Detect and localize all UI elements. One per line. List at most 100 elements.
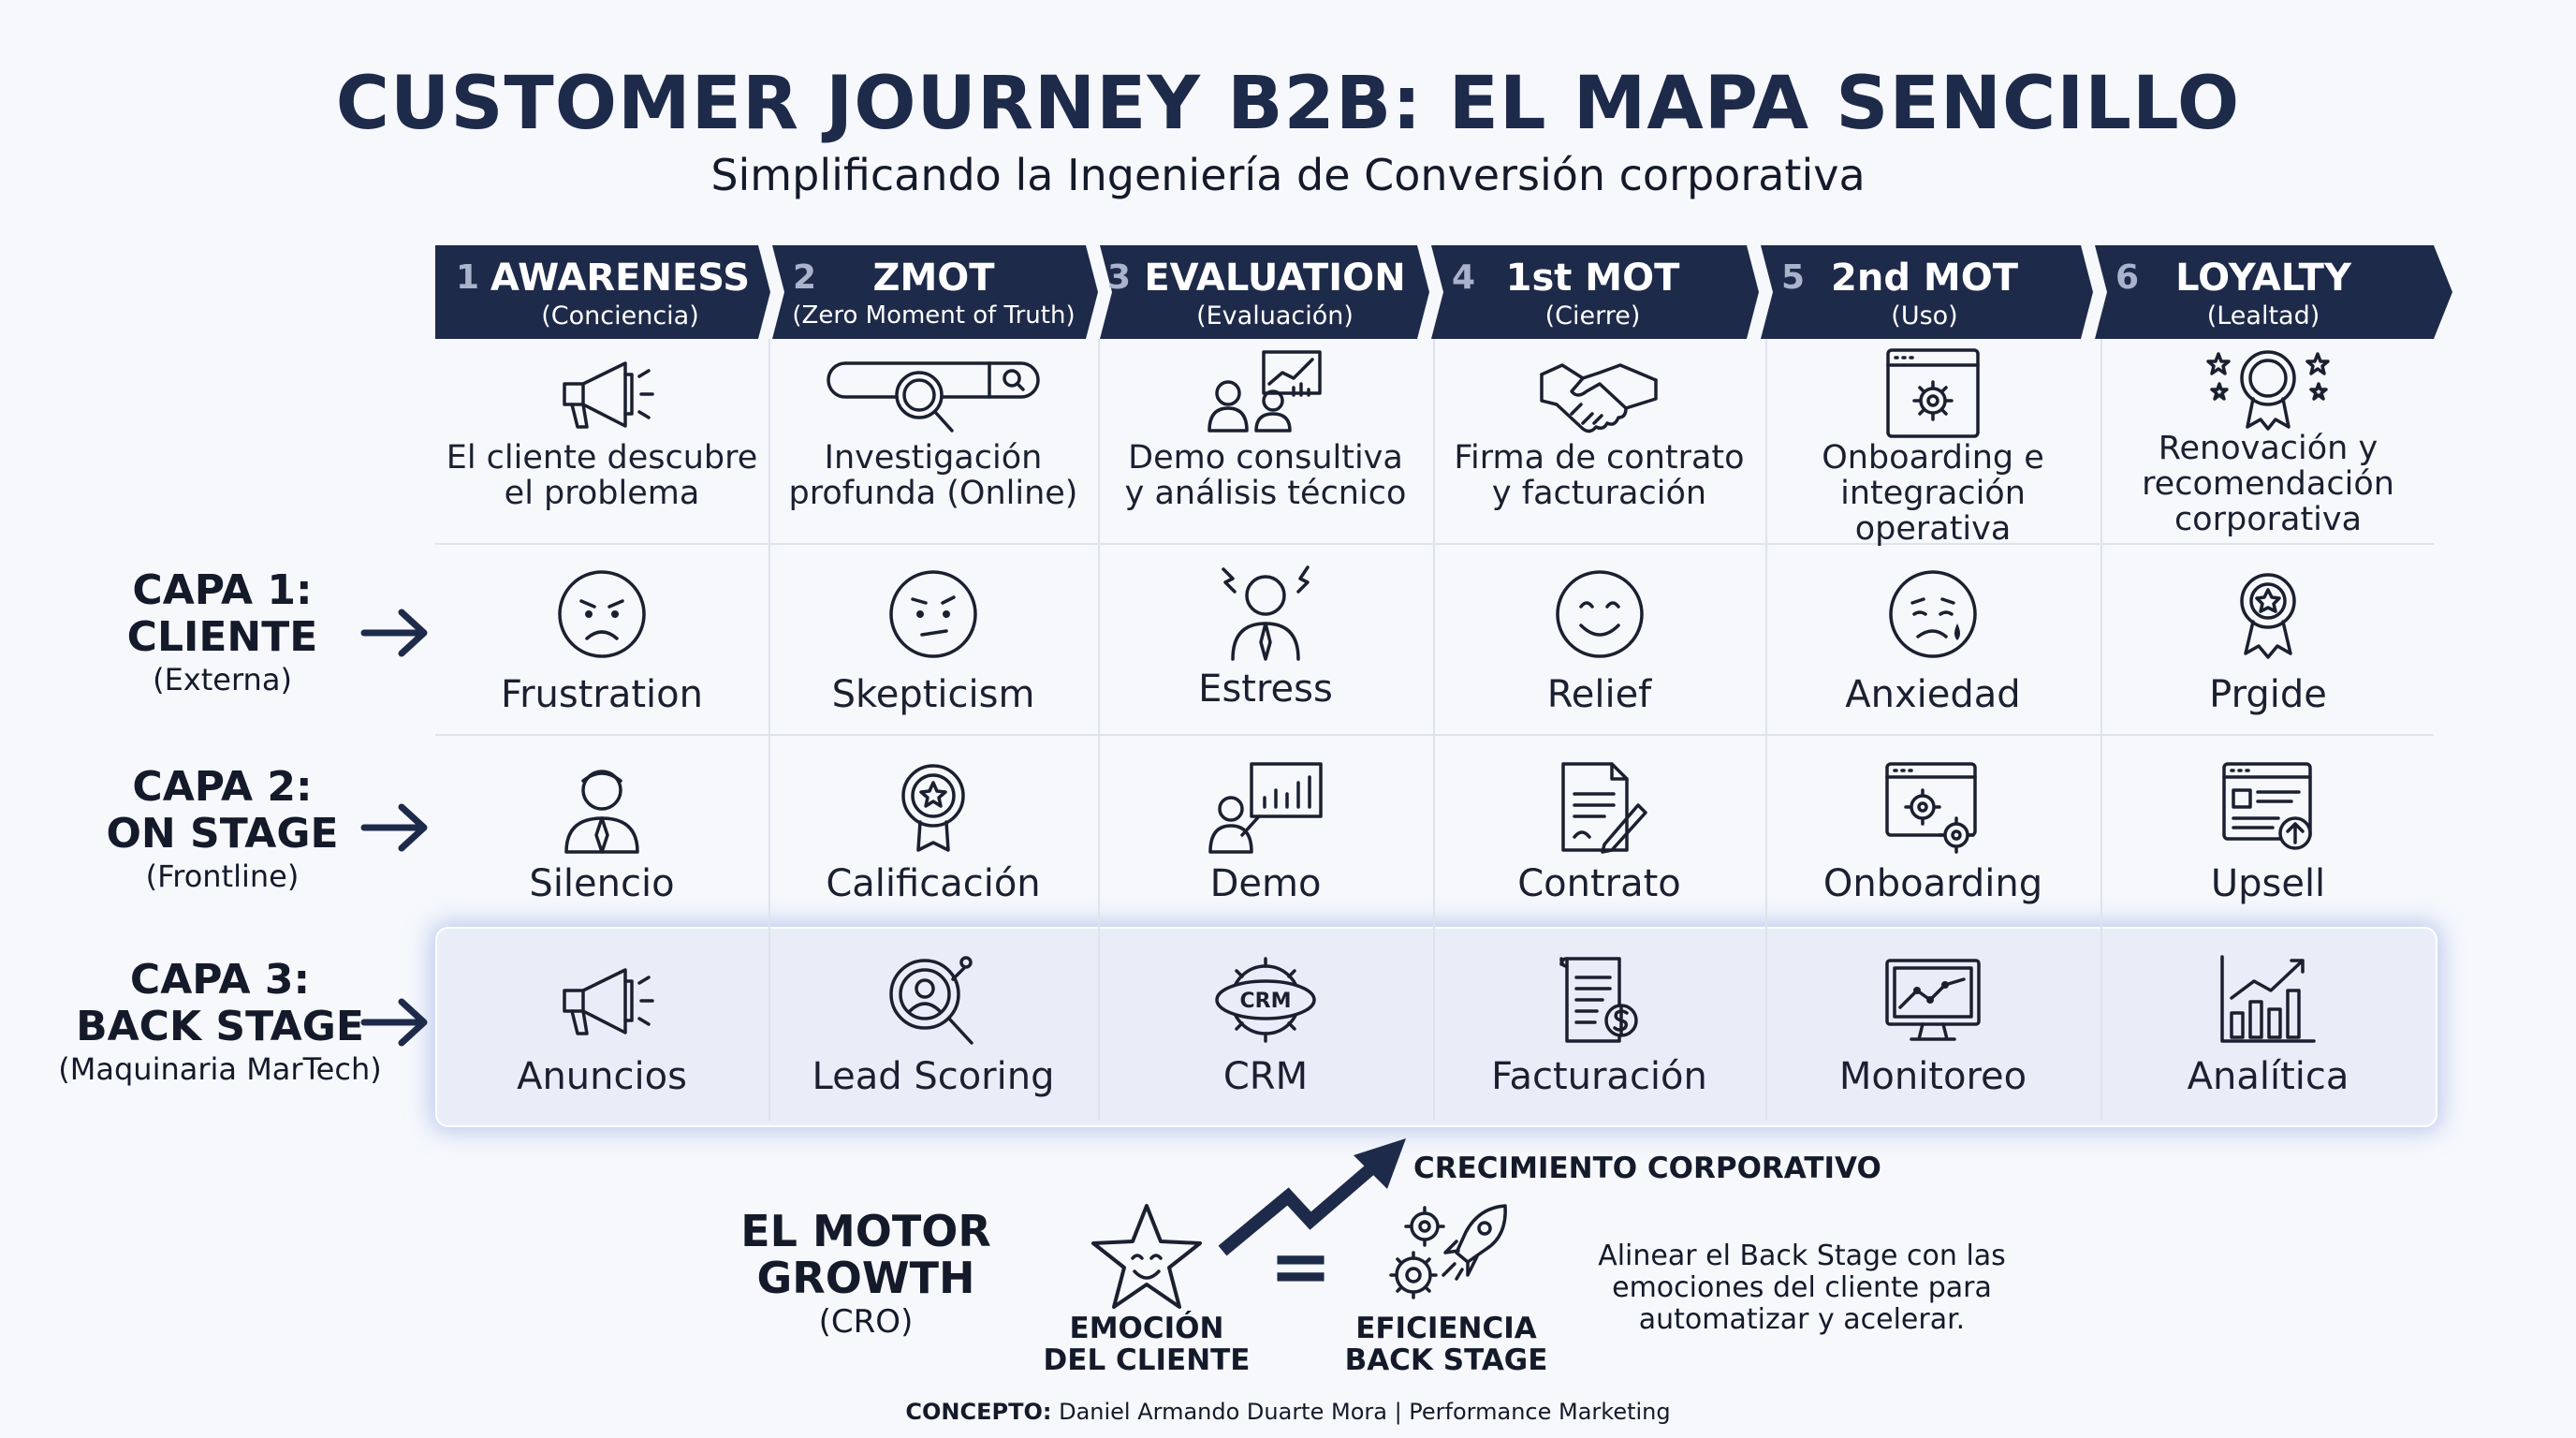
- stage-desc-line: El cliente descubre: [446, 439, 758, 477]
- cell-label: Anxiedad: [1845, 673, 2021, 716]
- invoice-icon: [1559, 957, 1638, 1043]
- grid-divider: [2100, 339, 2102, 1121]
- stage-desc-loyalty: Renovación y recomendación corporativa: [2100, 341, 2436, 537]
- award-stars-icon: [2206, 350, 2330, 431]
- svg-text:CRM: CRM: [1240, 990, 1292, 1013]
- emotion-label-line: DEL CLIENTE: [1043, 1343, 1251, 1377]
- stage-desc-line: integración operativa: [1840, 475, 2026, 548]
- stage-number: 6: [2115, 258, 2140, 297]
- grid-divider: [1098, 339, 1100, 1121]
- footer-prefix: CONCEPTO:: [905, 1399, 1052, 1425]
- layer-title-line: CAPA 2:: [132, 763, 313, 811]
- journey-grid: [435, 339, 2434, 1121]
- angry-face-icon: [558, 570, 646, 658]
- stage-sub: (Lealtad): [2206, 301, 2320, 330]
- stage-desc-zmot: Investigación profunda (Online): [768, 346, 1098, 511]
- stage-desc-1st-mot: Firma de contrato y facturación: [1433, 346, 1765, 511]
- layer1-cell-pride: Prgide: [2100, 567, 2436, 715]
- layer3-cell-analitica: Analítica: [2100, 953, 2436, 1097]
- stage-desc-line: el problema: [504, 475, 700, 512]
- layer-subtitle: (Frontline): [145, 858, 300, 894]
- cell-label: Demo: [1209, 862, 1322, 905]
- layer-title-line: ON STAGE: [106, 810, 339, 858]
- stage-desc-line: profunda (Online): [788, 475, 1078, 512]
- cell-label: Contrato: [1517, 862, 1681, 905]
- grid-divider: [768, 339, 770, 1121]
- stage-evaluation: 3 EVALUATION (Evaluación): [1100, 245, 1427, 339]
- cell-label: Skepticism: [831, 673, 1035, 716]
- growth-title-line: GROWTH: [756, 1253, 975, 1303]
- arrow-right-icon: [360, 803, 428, 852]
- stage-name: ZMOT: [872, 257, 995, 300]
- stage-desc-line: y análisis técnico: [1124, 475, 1407, 512]
- person-icon: [564, 770, 639, 854]
- stage-awareness: 1 AWARENESS (Conciencia): [435, 245, 768, 339]
- layer3-cell-monitoreo: Monitoreo: [1765, 953, 2100, 1097]
- emotion-label: EMOCIÓN DEL CLIENTE: [1030, 1313, 1264, 1376]
- efficiency-label-line: BACK STAGE: [1344, 1343, 1548, 1377]
- magnifier-user-icon: [889, 956, 973, 1045]
- stage-desc-awareness: El cliente descubre el problema: [435, 346, 768, 511]
- layer1-cell-estress: Estress: [1098, 562, 1433, 710]
- stage-number: 5: [1781, 258, 1806, 297]
- grid-divider: [435, 543, 2434, 545]
- layer-title-line: BACK STAGE: [76, 1003, 364, 1050]
- stage-desc-line: y facturación: [1491, 475, 1707, 512]
- layer1-cell-skepticism: Skepticism: [768, 567, 1098, 715]
- growth-engine-subtitle: (CRO): [818, 1303, 914, 1341]
- stressed-person-icon: [1222, 565, 1310, 661]
- smiling-star-icon: [1091, 1204, 1202, 1309]
- stage-desc-line: Onboarding e: [1822, 439, 2044, 477]
- gears-window-icon: [1885, 762, 1977, 854]
- stage-name: EVALUATION: [1144, 257, 1406, 300]
- efficiency-label: EFICIENCIA BACK STAGE: [1334, 1313, 1559, 1376]
- layer3-cell-crm: CRM CRM: [1098, 953, 1433, 1097]
- crm-gear-icon: CRM: [1215, 957, 1316, 1043]
- grid-divider: [1433, 339, 1435, 1121]
- stage-sub: (Uso): [1891, 301, 1958, 330]
- layer1-cell-anxiedad: Anxiedad: [1765, 567, 2100, 715]
- growth-title-line: EL MOTOR: [740, 1206, 991, 1256]
- layer-title-line: CAPA 3:: [129, 956, 311, 1004]
- layer-title-line: CLIENTE: [126, 613, 318, 661]
- search-bar-icon: [827, 361, 1040, 433]
- stage-sub: (Conciencia): [541, 301, 699, 330]
- equals-sign: =: [1269, 1223, 1333, 1310]
- stage-sub: (Cierre): [1544, 301, 1641, 330]
- footer-text: Daniel Armando Duarte Mora | Performance…: [1051, 1399, 1671, 1425]
- skeptical-face-icon: [889, 570, 977, 658]
- handshake-icon: [1539, 363, 1658, 433]
- growth-note: Alinear el Back Stage con las emociones …: [1582, 1240, 2022, 1336]
- stage-desc-evaluation: Demo consultiva y análisis técnico: [1098, 346, 1433, 511]
- stage-name: AWARENESS: [490, 257, 751, 300]
- presenter-icon: [1208, 762, 1323, 854]
- stage-number: 4: [1452, 258, 1476, 297]
- stage-name: LOYALTY: [2175, 257, 2351, 300]
- upsell-window-icon: [2222, 762, 2312, 850]
- grid-divider: [435, 734, 2434, 736]
- bar-chart-icon: [2220, 955, 2316, 1043]
- stage-number: 3: [1107, 258, 1132, 297]
- gears-rocket-icon: [1389, 1204, 1507, 1299]
- stage-number: 2: [793, 258, 817, 297]
- layer-2-title: CAPA 2: ON STAGE (Frontline): [37, 764, 407, 895]
- arrow-right-icon: [360, 609, 428, 657]
- layer2-cell-upsell: Upsell: [2100, 760, 2436, 904]
- contract-pen-icon: [1560, 762, 1647, 854]
- layer3-cell-facturacion: Facturación: [1433, 953, 1765, 1097]
- stage-2nd-mot: 5 2nd MOT (Uso): [1761, 245, 2088, 339]
- stage-desc-line: corporativa: [2174, 501, 2363, 538]
- layer2-cell-calificacion: Calificación: [768, 760, 1098, 904]
- badge-icon: [901, 764, 965, 852]
- medal-icon: [2240, 573, 2296, 659]
- cell-label: Relief: [1546, 673, 1652, 716]
- cell-label: Prgide: [2209, 673, 2327, 716]
- stage-loyalty: 6 LOYALTY (Lealtad): [2095, 245, 2432, 339]
- stage-sub: (Evaluación): [1196, 301, 1354, 330]
- growth-engine-title: EL MOTOR GROWTH: [711, 1208, 1020, 1301]
- stage-header-bar: 1 AWARENESS (Conciencia) 2 ZMOT (Zero Mo…: [435, 245, 2452, 339]
- layer1-cell-frustration: Frustration: [435, 567, 768, 715]
- stage-desc-line: Demo consultiva: [1128, 439, 1403, 477]
- cell-label: Monitoreo: [1838, 1055, 2027, 1098]
- anxious-face-icon: [1889, 570, 1977, 658]
